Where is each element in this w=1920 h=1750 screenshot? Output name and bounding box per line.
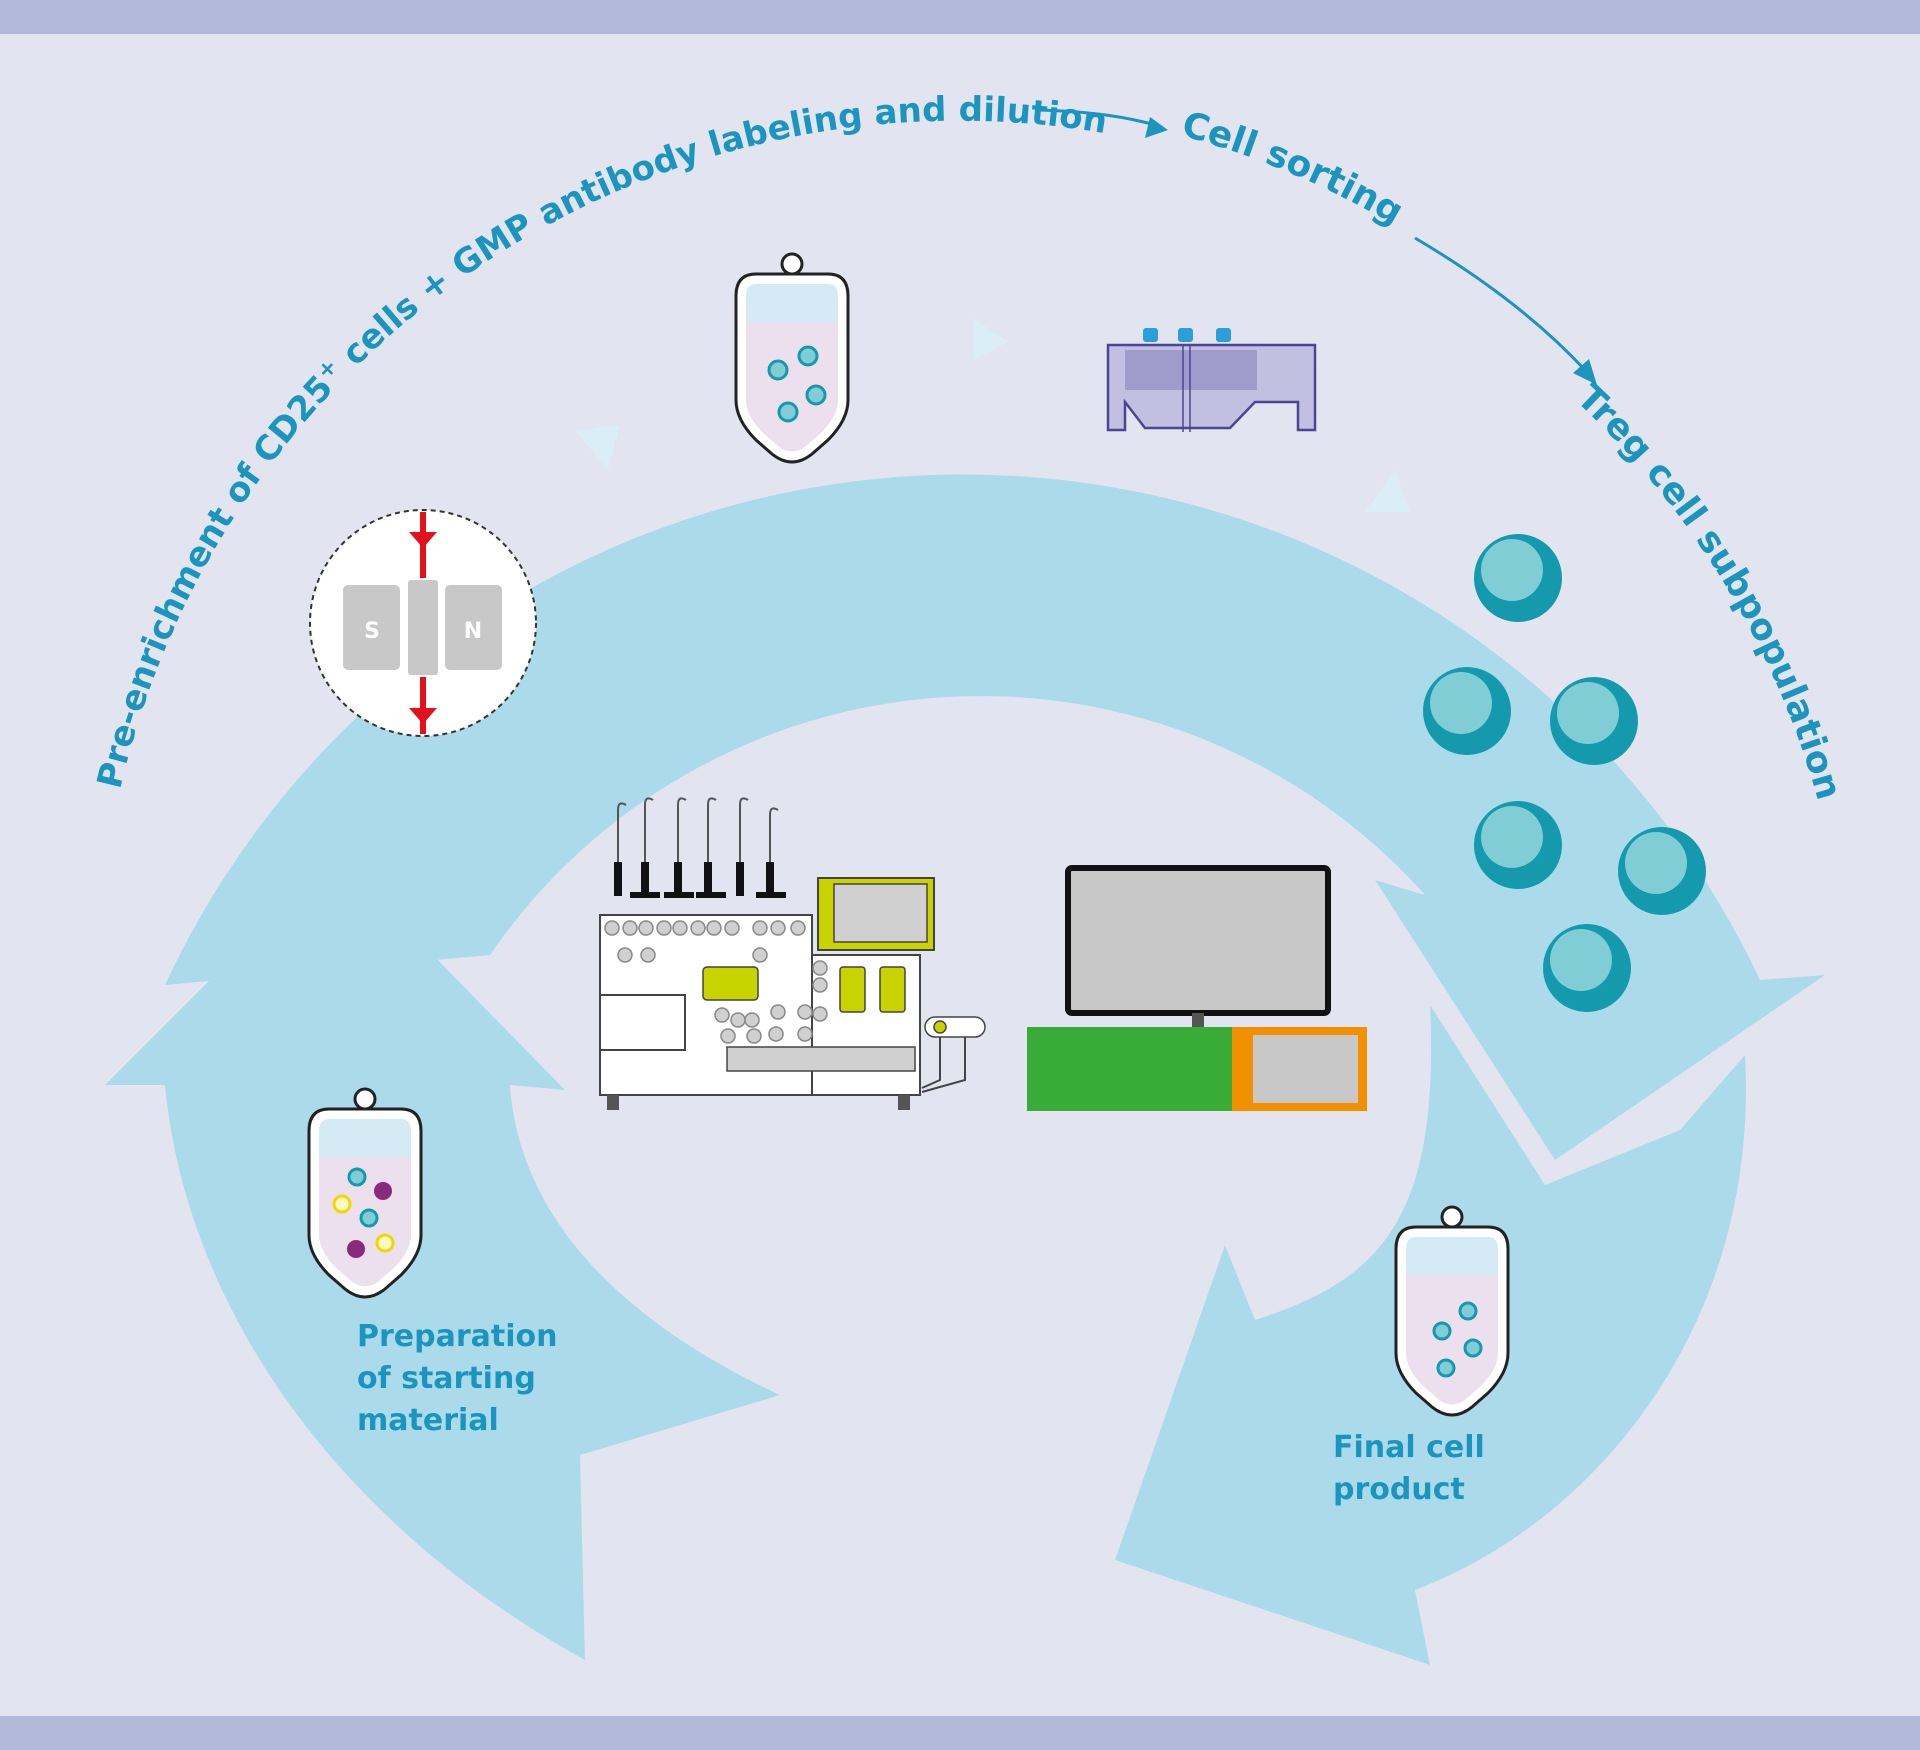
prep-line-2: of starting xyxy=(357,1361,536,1396)
magnetic-separation-icon: S N xyxy=(309,509,537,737)
treg-cell-6 xyxy=(1543,924,1631,1012)
cell-bag-icon-starting xyxy=(307,1087,423,1299)
final-line-2: product xyxy=(1333,1472,1465,1507)
direction-arrowhead-1 xyxy=(973,318,1008,360)
monitor-base-green xyxy=(1027,1027,1232,1111)
label-final-product: Final cell product xyxy=(1333,1430,1485,1507)
sorting-chip-icon xyxy=(1106,328,1317,432)
magnet-s-label: S xyxy=(364,619,380,644)
top-band xyxy=(0,0,1920,34)
outer-flow-arrows xyxy=(1039,108,1597,385)
final-line-1: Final cell xyxy=(1333,1430,1485,1465)
instrument-tubing xyxy=(617,797,779,870)
instrument-dials xyxy=(604,920,828,1044)
upper-ring-arrow xyxy=(165,474,1825,1160)
field-arrow-bottom xyxy=(409,708,437,724)
arrow-head-1 xyxy=(1145,117,1168,138)
direction-arrowhead-2 xyxy=(575,425,620,470)
magnet-n-block xyxy=(445,585,502,670)
arrow-head-2 xyxy=(1573,359,1597,385)
treg-cells xyxy=(1423,534,1706,1012)
treg-cell-1 xyxy=(1474,534,1562,622)
prep-line-1: Preparation xyxy=(357,1319,557,1354)
treg-cell-2 xyxy=(1423,667,1511,755)
direction-arrowhead-3 xyxy=(1365,470,1410,512)
label-preparation: Preparation of starting material xyxy=(357,1319,557,1438)
prep-line-3: material xyxy=(357,1403,499,1438)
monitor-screen xyxy=(1065,865,1331,1016)
treg-cell-5 xyxy=(1618,827,1706,915)
magnet-n-label: N xyxy=(464,619,482,644)
cell-bag-icon-final xyxy=(1394,1205,1510,1417)
arrow-to-cell-sorting xyxy=(1039,108,1156,127)
bottom-band xyxy=(0,1716,1920,1750)
magnet-s-block xyxy=(343,585,400,670)
computer-monitor-icon xyxy=(1027,865,1367,1111)
arrow-to-treg xyxy=(1414,236,1587,372)
treg-cell-4 xyxy=(1474,801,1562,889)
field-arrow-top xyxy=(409,532,437,548)
cell-bag-icon-top xyxy=(734,252,850,464)
magnet-column xyxy=(408,580,438,675)
label-cell-sorting: Cell sorting xyxy=(1178,104,1410,233)
cell-sorter-instrument-icon xyxy=(599,797,986,1110)
treg-cell-3 xyxy=(1550,677,1638,765)
left-ring-arrow xyxy=(105,855,780,1660)
